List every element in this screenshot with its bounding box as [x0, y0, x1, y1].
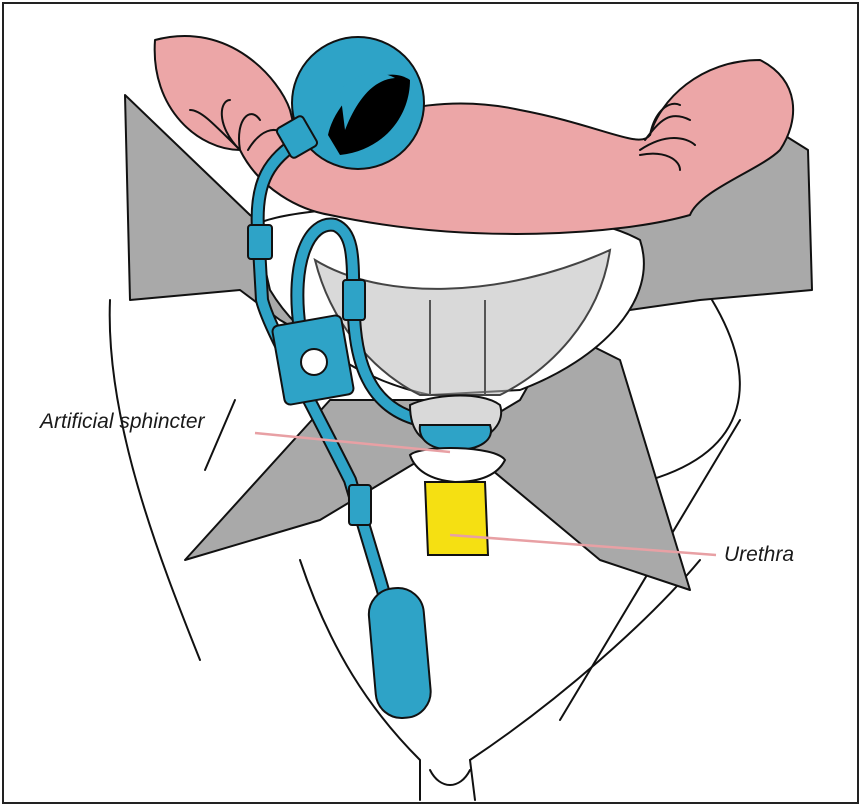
- control-pump: [272, 315, 355, 406]
- urethra-shape: [425, 482, 488, 555]
- sphincter-label: Artificial sphincter: [38, 410, 206, 433]
- urethra-label: Urethra: [724, 543, 794, 566]
- pump-bulb: [367, 586, 433, 720]
